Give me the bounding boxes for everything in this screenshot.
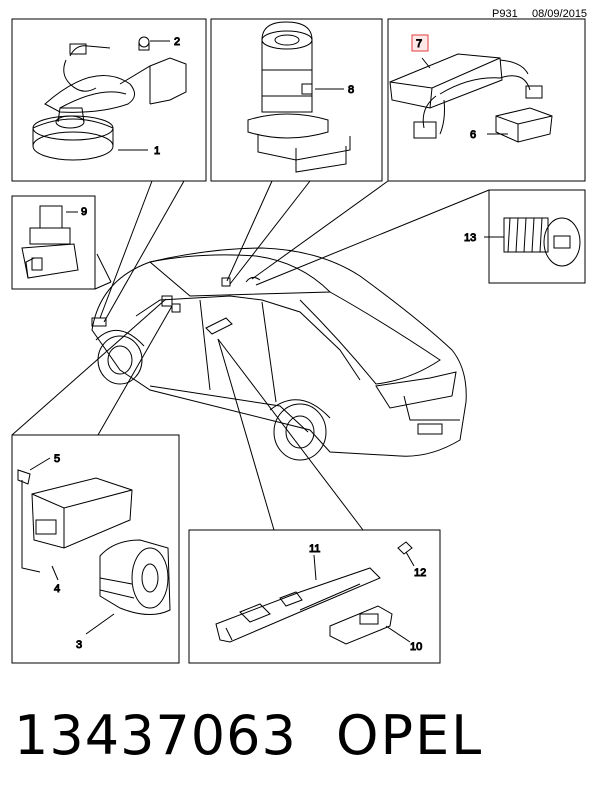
- panel-receiver: 11 12 10: [188, 529, 441, 664]
- callout-2: 2: [174, 36, 180, 48]
- diagram-date: 08/09/2015: [532, 8, 588, 20]
- callout-4: 4: [54, 583, 60, 595]
- callout-10: 10: [410, 641, 422, 653]
- part-number: 13437063: [14, 704, 297, 767]
- panel-siren: 5 4 3: [11, 434, 180, 664]
- callout-13: 13: [464, 232, 476, 244]
- callout-5: 5: [54, 453, 60, 465]
- callout-1: 1: [154, 145, 160, 157]
- panel-screw: 13: [464, 189, 586, 284]
- brand-name: OPEL: [336, 704, 484, 767]
- callout-7: 7: [416, 38, 422, 50]
- callout-8: 8: [348, 84, 354, 96]
- callout-9: 9: [81, 206, 87, 218]
- panel-horn: 2 1: [11, 18, 207, 182]
- highlight-box-7: [411, 34, 429, 52]
- exploded-parts-diagram: 2 1 8: [11, 18, 586, 664]
- callout-11: 11: [309, 543, 320, 555]
- callout-6: 6: [470, 129, 476, 141]
- car-illustration: [91, 247, 467, 461]
- leader-lines: [11, 180, 490, 531]
- panel-switch: 9: [11, 195, 96, 290]
- callout-12: 12: [414, 567, 426, 579]
- panel-sensor: 8: [210, 18, 383, 182]
- page-code: P931: [492, 8, 518, 20]
- callout-3: 3: [76, 639, 82, 651]
- panel-module-harness: 6 7: [387, 18, 586, 182]
